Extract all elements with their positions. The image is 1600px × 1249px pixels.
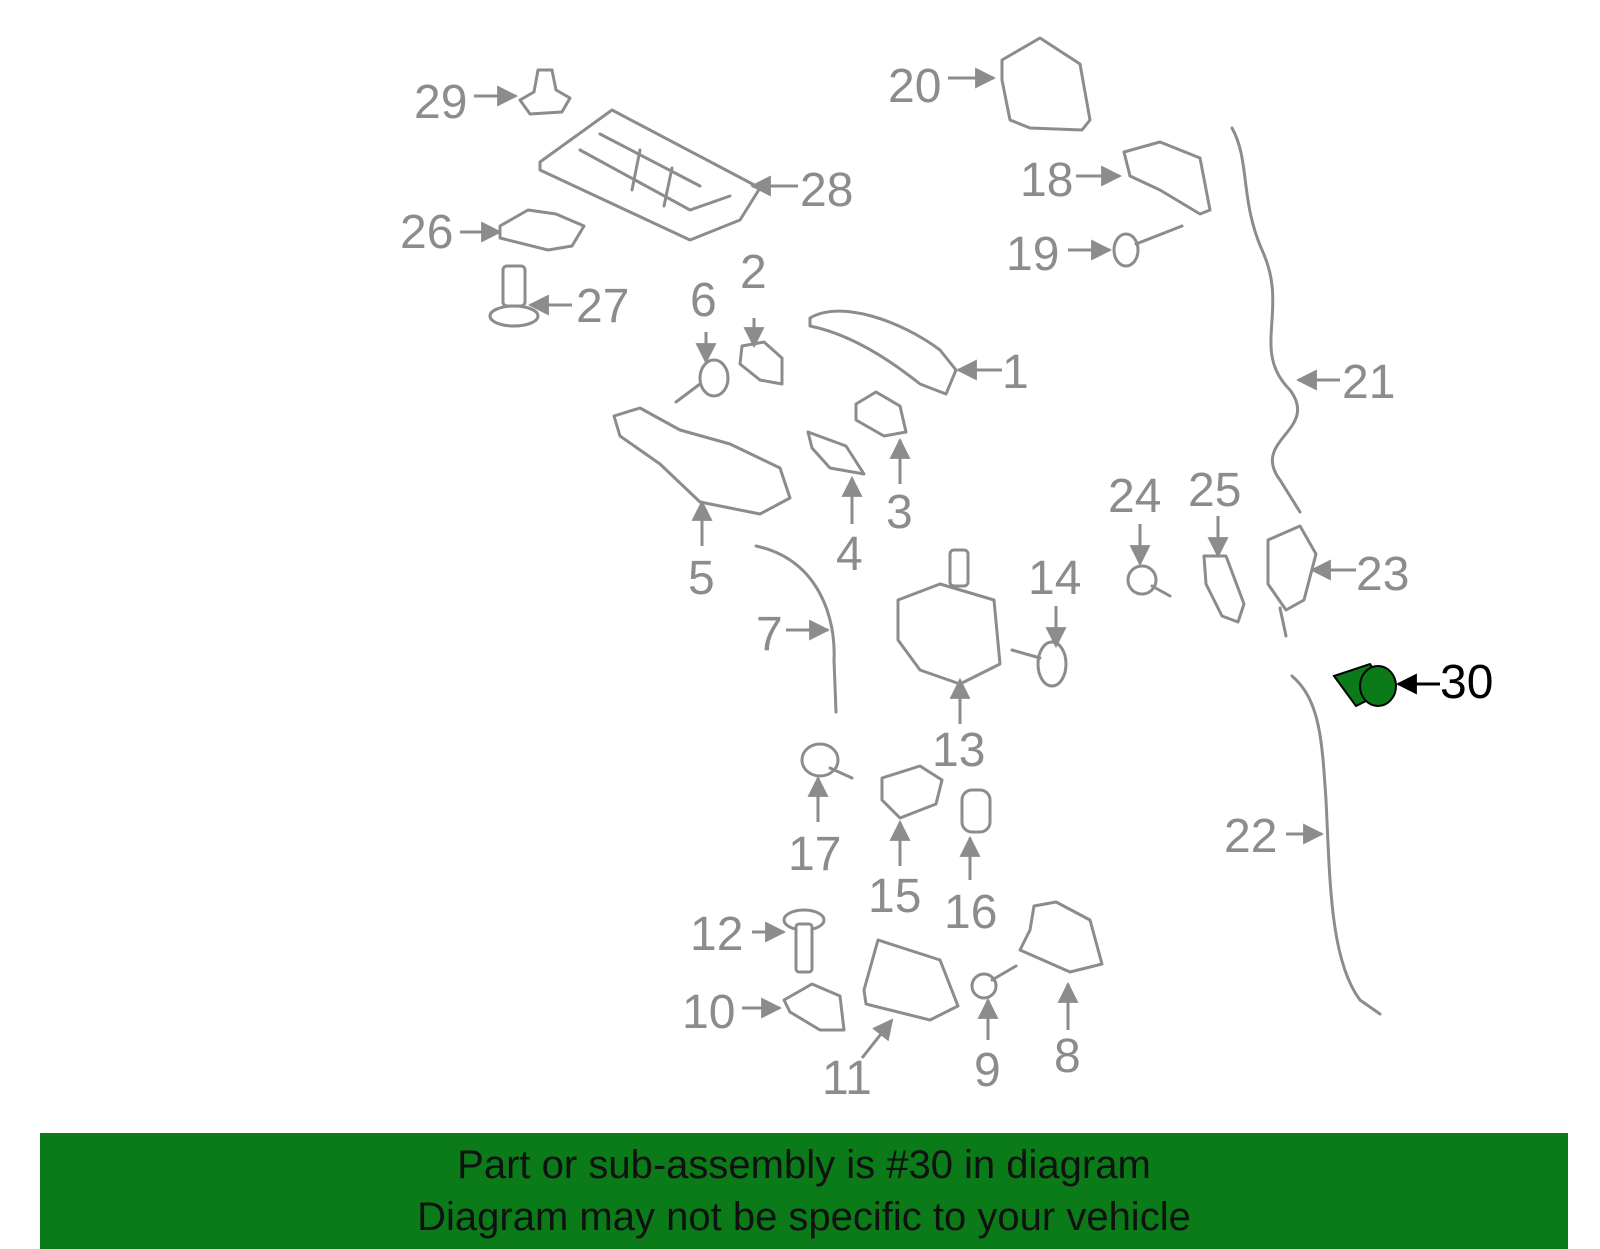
callout-labels: 29 28 26 27 20 18 19 21 1 2 6 3 4 5 7 13… [400, 60, 1493, 1105]
part-28-bezel [538, 108, 762, 242]
parts-diagram: 29 28 26 27 20 18 19 21 1 2 6 3 4 5 7 13… [400, 36, 1493, 1105]
callout-25: 25 [1188, 464, 1241, 517]
part-26-bracket [498, 208, 586, 252]
part-18-striker [1122, 140, 1212, 216]
part-19-bolt [1112, 224, 1184, 268]
callout-5: 5 [688, 552, 715, 605]
callout-7: 7 [756, 608, 783, 661]
part-14-screw [1010, 640, 1068, 688]
part-9-bolt [970, 964, 1018, 1000]
callout-3: 3 [886, 486, 913, 539]
part-17-bolt [800, 742, 854, 780]
callout-22: 22 [1224, 810, 1277, 863]
part-11-housing [862, 938, 960, 1022]
callout-13: 13 [932, 724, 985, 777]
callout-15: 15 [868, 870, 921, 923]
part-7-rod [754, 544, 838, 714]
callout-23: 23 [1356, 548, 1409, 601]
callout-8: 8 [1054, 1030, 1081, 1083]
callout-9: 9 [974, 1044, 1001, 1097]
callout-arrows [460, 67, 1440, 1059]
part-10-bracket [782, 982, 846, 1032]
part-23-actuator [1266, 524, 1318, 638]
callout-16: 16 [944, 886, 997, 939]
part-13-latch [896, 548, 1002, 686]
part-5-frame [612, 406, 792, 516]
part-8-bracket [1018, 900, 1104, 974]
part-21-cable [1230, 126, 1302, 514]
part-29-clip [518, 68, 572, 116]
callout-28: 28 [800, 164, 853, 217]
callout-21: 21 [1342, 356, 1395, 409]
part-3-cap [854, 390, 908, 438]
part-16-gasket [960, 788, 992, 834]
part-15-bracket [880, 764, 944, 820]
callout-19: 19 [1006, 228, 1059, 281]
callout-6: 6 [690, 274, 717, 327]
callout-11: 11 [822, 1052, 872, 1105]
part-20-cover [1000, 36, 1092, 132]
callout-10: 10 [682, 986, 735, 1039]
part-6-bolt [674, 358, 730, 404]
part-22-cable [1290, 674, 1382, 1016]
callout-17: 17 [788, 828, 841, 881]
part-25-bracket [1202, 554, 1246, 624]
callout-2: 2 [740, 246, 767, 299]
callout-26: 26 [400, 206, 453, 259]
part-12-stud [782, 908, 826, 974]
part-27-stud [488, 264, 540, 328]
callout-14: 14 [1028, 552, 1081, 605]
part-2-gasket [738, 340, 784, 386]
callout-29: 29 [414, 76, 467, 129]
part-4-gasket [806, 430, 866, 476]
part-1-handle [808, 309, 958, 396]
callout-20: 20 [888, 60, 941, 113]
part-24-bolt [1126, 564, 1172, 598]
part-30-lock-cylinder [1332, 662, 1397, 708]
banner-line-1: Part or sub-assembly is #30 in diagram [457, 1143, 1151, 1187]
callout-12: 12 [690, 908, 743, 961]
callout-4: 4 [836, 528, 863, 581]
callout-1: 1 [1002, 346, 1029, 399]
callout-27: 27 [576, 280, 629, 333]
info-banner: Part or sub-assembly is #30 in diagram D… [40, 1133, 1568, 1249]
callout-18: 18 [1020, 154, 1073, 207]
banner-line-2: Diagram may not be specific to your vehi… [417, 1195, 1191, 1239]
callout-30: 30 [1440, 656, 1493, 709]
callout-24: 24 [1108, 470, 1161, 523]
